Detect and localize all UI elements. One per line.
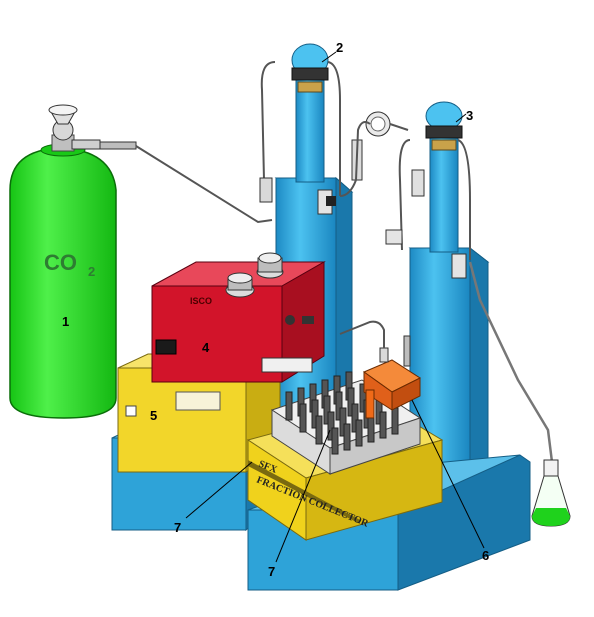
callout-2: 2	[336, 40, 343, 55]
callout-6: 6	[482, 548, 489, 563]
callout-5: 5	[150, 408, 157, 423]
callout-1: 1	[62, 314, 69, 329]
leader-lines	[185, 51, 485, 563]
callout-7-upper: 7	[174, 520, 181, 535]
restrictor-heater-6	[339, 320, 422, 419]
syringe-pump-4: ISCO	[151, 252, 326, 383]
callout-4: 4	[202, 340, 210, 355]
restrictor-line	[468, 261, 554, 463]
co2-label: CO	[44, 250, 77, 275]
callout-3: 3	[466, 108, 473, 123]
co2-supply-line	[135, 145, 273, 224]
callout-7-lower: 7	[268, 564, 275, 579]
pump-brand-label: ISCO	[190, 296, 212, 306]
co2-subscript: 2	[88, 264, 95, 279]
collection-flask	[531, 459, 571, 527]
co2-cylinder: CO 2	[9, 104, 137, 419]
